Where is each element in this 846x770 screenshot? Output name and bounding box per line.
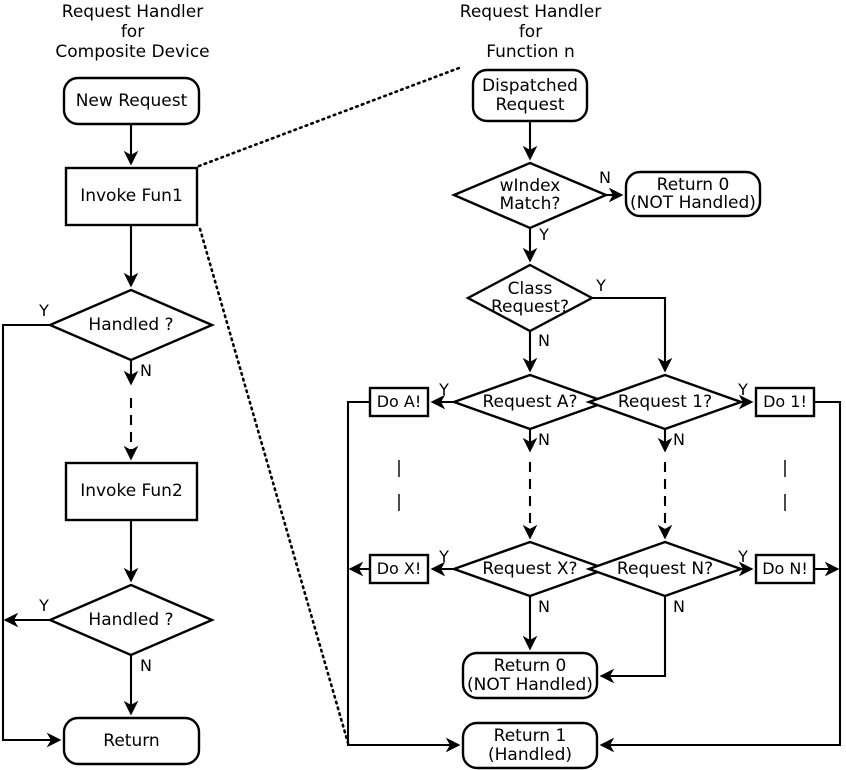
edge-label-handled2-yes: Y: [39, 596, 49, 615]
edge-label-windex-no: N: [599, 168, 611, 187]
edge-label-requesta-no: N: [538, 430, 550, 449]
shape-class-request: [465, 263, 595, 333]
edge-label-handled1-no: N: [140, 361, 152, 380]
edge-handled1-yes-rail: [1, 323, 62, 748]
shape-return: [62, 716, 201, 766]
edge-label-handled2-no: N: [140, 656, 152, 675]
edge-label-request1-yes: Y: [738, 380, 748, 399]
shape-return0-bottom: [461, 651, 599, 700]
edge-label-requestn-yes: Y: [738, 547, 748, 566]
shape-do-1: [754, 386, 816, 418]
shape-new-request: [62, 76, 201, 126]
title-left-panel: Request Handler for Composite Device: [55, 2, 210, 63]
edge-label-requestx-no: N: [538, 597, 550, 616]
shape-do-n: [754, 553, 816, 585]
edge-label-class-no: N: [538, 331, 550, 350]
shape-request-a: [450, 373, 610, 431]
shape-invoke-fun1: [64, 166, 199, 227]
edge-label-requestn-no: N: [673, 597, 685, 616]
edge-label-handled1-yes: Y: [39, 301, 49, 320]
edge-label-class-yes: Y: [596, 276, 606, 295]
shape-dispatched-request: [471, 68, 589, 123]
shape-do-x: [368, 553, 430, 585]
shape-request-n: [585, 540, 745, 598]
shape-return1: [461, 721, 599, 770]
edge-label-requesta-yes: Y: [439, 380, 449, 399]
shape-handled-1: [46, 288, 216, 362]
edge-doa-to-return1-rail: [346, 400, 461, 753]
shape-handled-2: [46, 583, 216, 657]
shape-request-x: [450, 540, 610, 598]
shape-return0-top: [624, 170, 762, 218]
shape-request-1: [585, 373, 745, 431]
edge-label-request1-no: N: [673, 430, 685, 449]
shape-windex-match: [450, 161, 610, 230]
callout-line-bottom: [198, 227, 350, 745]
shape-invoke-fun2: [64, 461, 199, 522]
edge-requestn-no-to-return0: [599, 596, 667, 684]
title-right-panel: Request Handler for Function n: [459, 2, 602, 63]
edge-class-yes-to-request1: [592, 296, 673, 373]
shape-do-a: [368, 386, 430, 418]
callout-line-top: [197, 66, 461, 168]
edge-label-requestx-yes: Y: [439, 547, 449, 566]
edge-label-windex-yes: Y: [539, 225, 549, 244]
edge-do1-to-return1-rail: [599, 400, 842, 753]
